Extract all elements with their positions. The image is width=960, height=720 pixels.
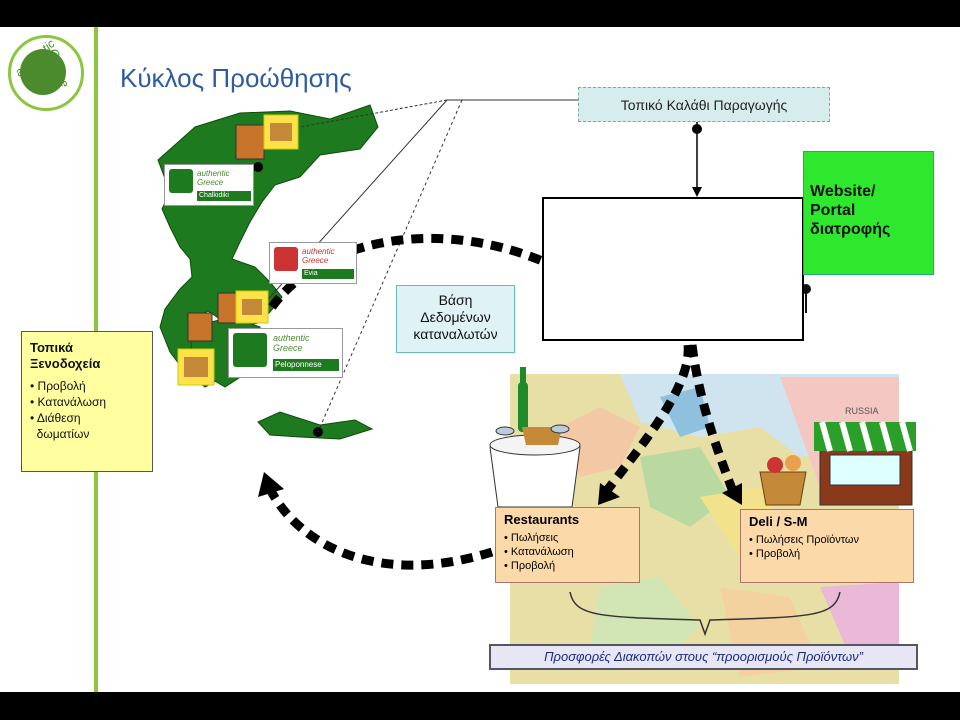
badge-brand: authentic Greece [273,333,310,353]
list-item: δωματίων [30,427,90,441]
badge-evia: authentic Greece Evia [269,242,357,284]
list-item: • Προβολή [30,379,86,393]
arrow-head-2 [598,483,620,505]
russia-map-label: RUSSIA [845,406,879,416]
diagram-canvas: RUSSIA [157,99,916,684]
website-line-2: Portal [810,202,856,219]
local-hotels-box: Τοπικά Ξενοδοχεία • Προβολή • Κατανάλωση… [21,331,153,472]
badge-brand: authentic Greece [302,247,335,265]
website-portal-box: Website/ Portal διατροφής [803,151,934,275]
list-item: • Πωλήσεις [504,532,559,544]
arrow-head-3 [722,483,742,505]
list-item: • Κατανάλωση [504,546,574,558]
badge-chalkidiki: authentic Greece Chalkidiki [164,164,254,206]
deli-heading: Deli / S-M [749,514,808,529]
slide: RUSSIA [0,27,960,692]
list-item: • Κατανάλωση [30,395,107,409]
flow-arrows [266,233,740,570]
arrow-head-4 [258,472,284,497]
consumer-database-box: Βάση Δεδομένων καταναλωτών [396,285,515,353]
restaurants-box: Restaurants • Πωλήσεις • Κατανάλωση • Πρ… [495,507,640,583]
deli-box: Deli / S-M • Πωλήσεις Προϊόντων • Προβολ… [740,509,914,583]
website-line-1: Website/ [810,183,876,200]
restaurant-table-illustration [489,367,581,508]
logo-greece-icon [20,49,66,95]
badge-region: Evia [302,269,354,279]
hotel-icons [177,114,299,386]
hotels-heading-1: Τοπικά [30,340,73,355]
basi-line-3: καταναλωτών [413,326,498,342]
list-item: • Προβολή [749,548,801,560]
list-item: • Προβολή [504,560,556,572]
badge-peloponnese: authentic Greece Peloponnese [228,328,343,378]
shop-illustration [759,421,916,506]
badge-greece-icon [274,247,298,271]
basi-line-1: Βάση [438,292,473,308]
restaurants-heading: Restaurants [504,512,580,527]
list-item: • Πωλήσεις Προϊόντων [749,534,859,546]
badge-greece-icon [233,333,267,367]
hotels-heading-2: Ξενοδοχεία [30,356,101,371]
topiko-kalathi-box: Τοπικό Καλάθι Παραγωγής [578,87,830,122]
badge-brand: authentic Greece [197,169,230,187]
list-item: • Διάθεση [30,411,81,425]
badge-region: Chalkidiki [197,191,251,201]
holiday-offers-banner: Προσφορές Διακοπών στους “προορισμούς Πρ… [489,644,918,670]
badge-region: Peloponnese [273,359,339,371]
portal-frame [542,197,804,341]
page-title: Κύκλος Προώθησης [120,63,352,93]
basi-line-2: Δεδομένων [420,309,491,325]
website-line-3: διατροφής [810,221,891,238]
brace [569,591,841,637]
badge-greece-icon [169,169,193,193]
